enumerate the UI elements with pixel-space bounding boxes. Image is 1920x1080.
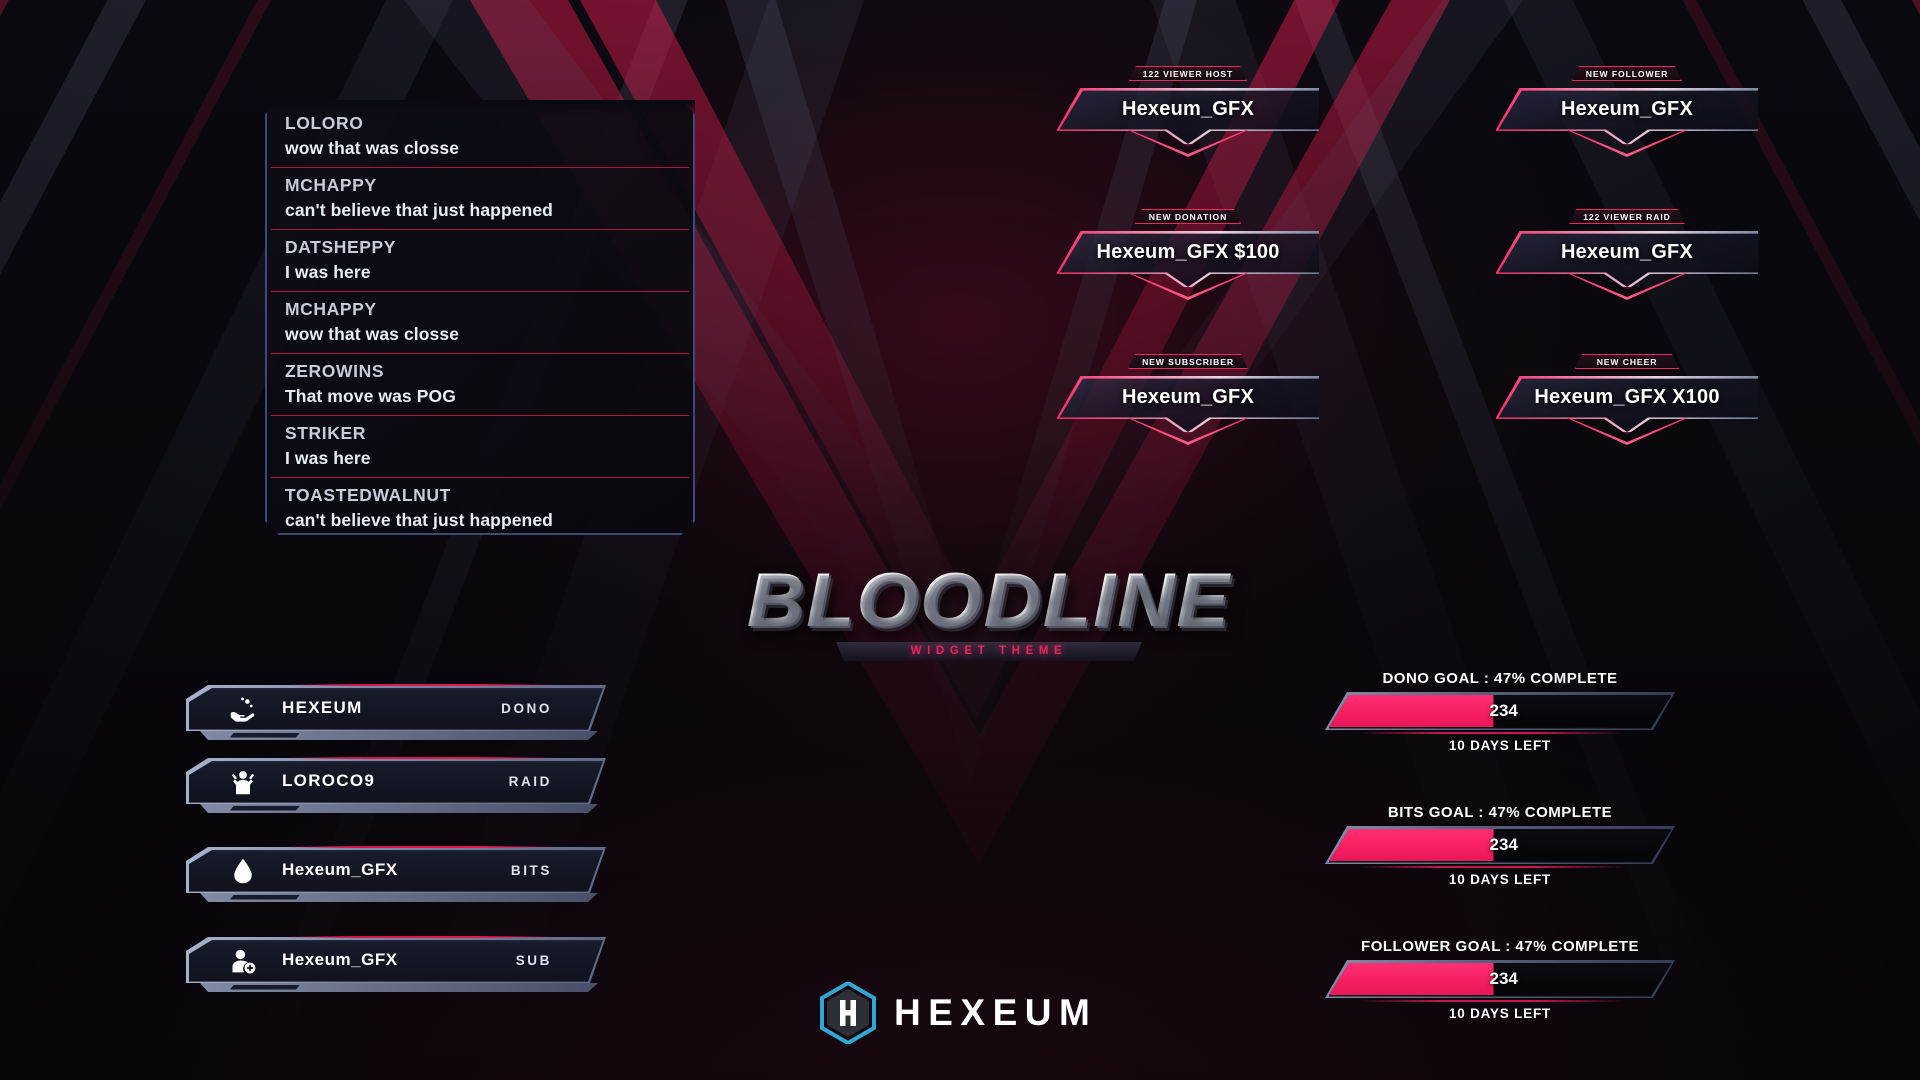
alert-tag: 122 VIEWER HOST — [1129, 66, 1247, 81]
alert-tag: 122 VIEWER RAID — [1569, 209, 1685, 224]
event-label-raid[interactable]: LOROCO9 RAID — [186, 757, 606, 818]
goal-progress-track[interactable]: 234 — [1325, 826, 1675, 864]
chat-message: STRIKER I was here — [271, 415, 689, 477]
bits-diamond-icon — [228, 856, 258, 886]
alert-tag: NEW CHEER — [1575, 354, 1679, 369]
goal-title: DONO GOAL : 47% COMPLETE — [1382, 670, 1618, 687]
chat-text: can't believe that just happened — [285, 200, 553, 220]
hexeum-brand-text: HEXEUM — [894, 992, 1098, 1033]
alert-username: Hexeum_GFX X100 — [1534, 385, 1720, 408]
alert-body — [1057, 376, 1319, 432]
alert-body — [1496, 376, 1758, 432]
raid-person-icon — [228, 767, 258, 797]
event-label-body — [186, 937, 606, 983]
event-label-type: DONO — [501, 700, 552, 716]
chat-username: TOASTEDWALNUT — [285, 485, 451, 505]
hexeum-brand: HEXEUM — [820, 980, 1098, 1046]
event-label-foot — [200, 983, 598, 992]
goal-dono[interactable]: DONO GOAL : 47% COMPLETE 234 10 DAYS LEF… — [1325, 670, 1675, 780]
chat-username: DATSHEPPY — [285, 237, 397, 257]
event-label-body — [186, 758, 606, 804]
chat-message: DATSHEPPY I was here — [271, 229, 689, 291]
theme-logo-subtitle-plate: WIDGET THEME — [824, 642, 1154, 661]
alert-body — [1496, 231, 1758, 287]
alert-username: Hexeum_GFX — [1560, 97, 1694, 120]
goal-progress-track[interactable]: 234 — [1325, 960, 1675, 998]
hexagon-h-logo-icon — [820, 980, 876, 1046]
chat-text: I was here — [285, 262, 371, 282]
event-label-type: RAID — [508, 773, 552, 789]
chat-username: ZEROWINS — [285, 361, 385, 381]
goal-title: FOLLOWER GOAL : 47% COMPLETE — [1361, 938, 1639, 955]
theme-logo: BLOODLINE WIDGET THEME — [747, 563, 1229, 661]
chat-message: MCHAPPY wow that was closse — [271, 291, 689, 353]
alert-body — [1496, 88, 1758, 144]
alert-body — [1057, 88, 1319, 144]
event-label-name: Hexeum_GFX — [282, 950, 398, 969]
event-label-body — [186, 847, 606, 893]
chat-username: LOLORO — [285, 113, 364, 133]
alert-username: Hexeum_GFX — [1121, 385, 1255, 408]
event-label-accent-line — [286, 684, 556, 686]
goal-days-left: 10 DAYS LEFT — [1448, 1006, 1552, 1021]
chat-message-list[interactable]: LOLORO wow that was closse MCHAPPY can't… — [271, 106, 689, 529]
chat-username: MCHAPPY — [285, 299, 377, 319]
goal-value: 234 — [1489, 835, 1518, 854]
goal-accent-line — [1356, 866, 1626, 868]
event-label-name: Hexeum_GFX — [282, 860, 398, 879]
theme-logo-title: BLOODLINE — [745, 563, 1234, 639]
goal-progress-fill — [1329, 963, 1494, 995]
chat-username: MCHAPPY — [285, 175, 377, 195]
alert-body — [1057, 231, 1319, 287]
event-label-type: BITS — [510, 862, 552, 878]
goal-title: BITS GOAL : 47% COMPLETE — [1387, 804, 1613, 821]
chat-text: can't believe that just happened — [285, 510, 553, 529]
goal-accent-line — [1356, 732, 1626, 734]
event-label-body — [186, 685, 606, 731]
alert-tag: NEW SUBSCRIBER — [1128, 354, 1248, 369]
chat-text: wow that was closse — [285, 324, 460, 344]
chat-username: STRIKER — [285, 423, 367, 443]
event-label-foot — [200, 731, 598, 740]
event-label-name: LOROCO9 — [282, 771, 376, 790]
alert-username: Hexeum_GFX $100 — [1096, 240, 1280, 263]
alert-username: Hexeum_GFX — [1121, 97, 1255, 120]
event-label-sub[interactable]: Hexeum_GFX SUB — [186, 936, 606, 997]
goal-value: 234 — [1489, 969, 1518, 988]
alert-tag: NEW FOLLOWER — [1572, 66, 1682, 81]
goal-progress-fill — [1329, 829, 1494, 861]
goal-bits[interactable]: BITS GOAL : 47% COMPLETE 234 10 DAYS LEF… — [1325, 804, 1675, 914]
event-label-bits[interactable]: Hexeum_GFX BITS — [186, 846, 606, 907]
chat-box-frame — [265, 100, 695, 535]
goal-days-left: 10 DAYS LEFT — [1448, 872, 1552, 887]
goal-days-left: 10 DAYS LEFT — [1448, 738, 1552, 753]
goal-accent-line — [1356, 1000, 1626, 1002]
alert-username: Hexeum_GFX — [1560, 240, 1694, 263]
event-label-accent-line — [286, 757, 556, 759]
chat-box[interactable]: LOLORO wow that was closse MCHAPPY can't… — [265, 100, 695, 535]
event-label-type: SUB — [515, 952, 552, 968]
event-label-dono[interactable]: HEXEUM DONO — [186, 684, 606, 745]
event-label-accent-line — [286, 846, 556, 848]
hand-coins-icon — [228, 694, 258, 724]
chat-text: wow that was closse — [285, 138, 460, 158]
event-label-name: HEXEUM — [282, 698, 363, 717]
goal-follower[interactable]: FOLLOWER GOAL : 47% COMPLETE 234 10 DAYS… — [1325, 938, 1675, 1048]
goal-progress-track[interactable]: 234 — [1325, 692, 1675, 730]
goal-progress-fill — [1329, 695, 1494, 727]
goal-value: 234 — [1489, 701, 1518, 720]
chat-text: That move was POG — [285, 386, 456, 406]
theme-logo-subtitle: WIDGET THEME — [910, 645, 1068, 658]
event-label-accent-line — [286, 936, 556, 938]
chat-text: I was here — [285, 448, 371, 468]
chat-message: MCHAPPY can't believe that just happened — [271, 167, 689, 229]
chat-message: TOASTEDWALNUT can't believe that just ha… — [271, 477, 689, 529]
event-label-foot — [200, 893, 598, 902]
event-label-foot — [200, 804, 598, 813]
chat-message: ZEROWINS That move was POG — [271, 353, 689, 415]
alert-tag: NEW DONATION — [1135, 209, 1241, 224]
chat-message: LOLORO wow that was closse — [271, 106, 689, 167]
user-plus-icon — [228, 946, 258, 976]
